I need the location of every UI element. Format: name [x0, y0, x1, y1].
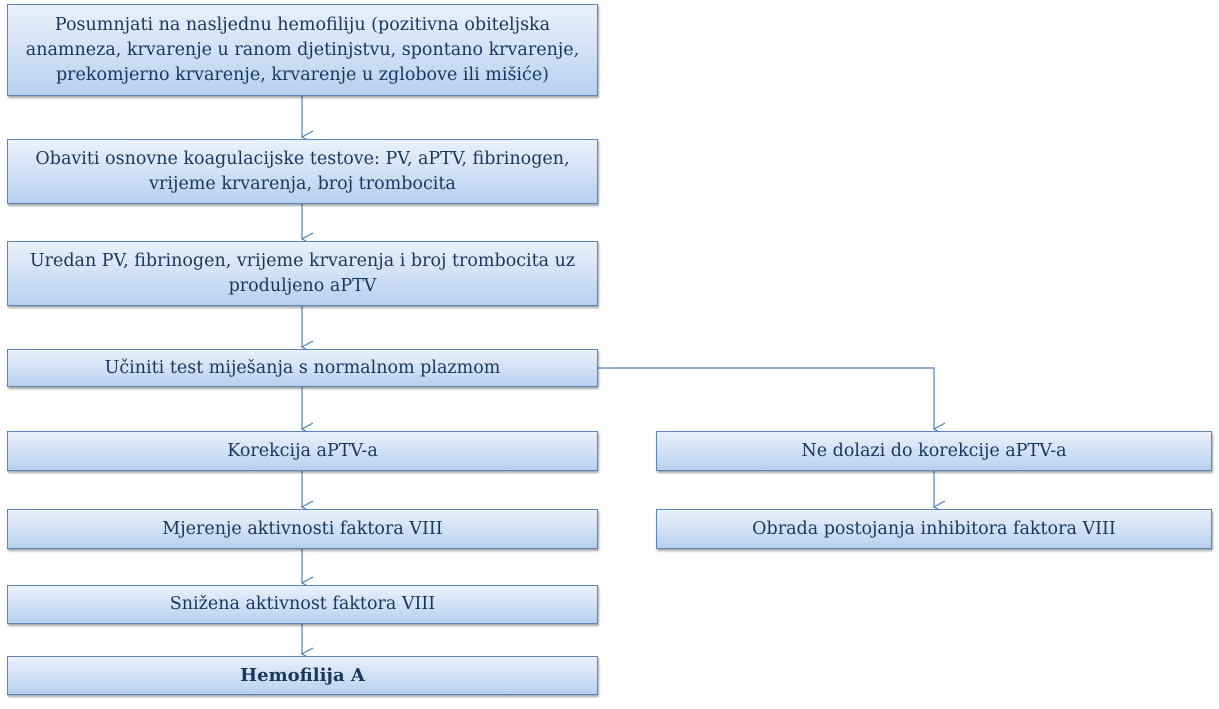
box-no-aptv-correction: Ne dolazi do korekcije aPTV-a: [656, 431, 1212, 471]
box-factor-viii-measurement: Mjerenje aktivnosti faktora VIII: [7, 509, 598, 549]
box-aptv-correction: Korekcija aPTV-a: [7, 431, 598, 471]
box-inhibitor-workup: Obrada postojanja inhibitora faktora VII…: [656, 509, 1212, 549]
box-suspect-hemophilia: Posumnjati na nasljednu hemofiliju (pozi…: [7, 4, 598, 96]
box-hemophilia-a-diagnosis: Hemofilija A: [7, 656, 598, 695]
arrow-mixing-to-no-correction: [598, 367, 946, 436]
box-mixing-test: Učiniti test miješanja s normalnom plazm…: [7, 349, 598, 387]
box-normal-pv-prolonged-aptv: Uredan PV, fibrinogen, vrijeme krvarenja…: [7, 241, 598, 306]
box-basic-coagulation-tests: Obaviti osnovne koagulacijske testove: P…: [7, 139, 598, 204]
box-reduced-factor-viii: Snižena aktivnost faktora VIII: [7, 585, 598, 624]
